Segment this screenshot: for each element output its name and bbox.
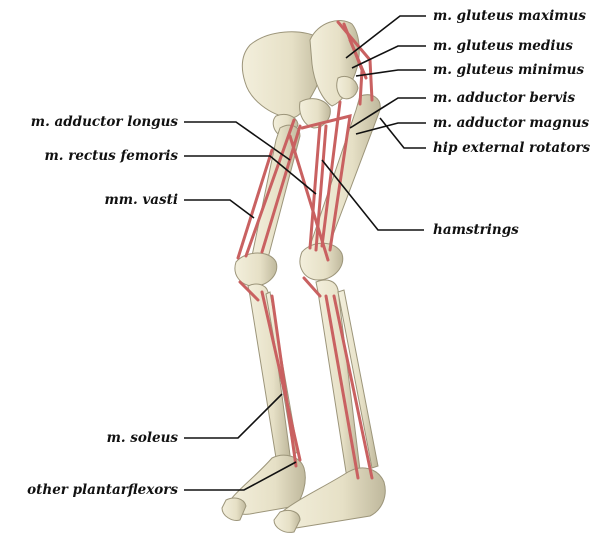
label-other-plantarflexors: other plantarflexors (27, 482, 178, 498)
left-leg-bones (222, 125, 305, 520)
leader-gluteus-medius (352, 46, 426, 68)
label-gluteus-minimus: m. gluteus minimus (433, 62, 584, 78)
label-vasti: mm. vasti (104, 192, 178, 208)
leader-gluteus-minimus (356, 70, 426, 76)
label-adductor-longus: m. adductor longus (31, 114, 178, 130)
label-hamstrings: hamstrings (433, 222, 519, 238)
label-soleus: m. soleus (107, 430, 178, 446)
leader-rectus-femoris (184, 156, 316, 194)
label-gluteus-medius: m. gluteus medius (433, 38, 573, 54)
label-adductor-brevis: m. adductor bervis (433, 90, 575, 106)
label-adductor-magnus: m. adductor magnus (433, 115, 589, 131)
label-gluteus-maximus: m. gluteus maximus (433, 8, 586, 24)
label-hip-external-rotators: hip external rotators (433, 140, 590, 156)
leader-vasti (184, 200, 254, 218)
label-rectus-femoris: m. rectus femoris (45, 148, 178, 164)
